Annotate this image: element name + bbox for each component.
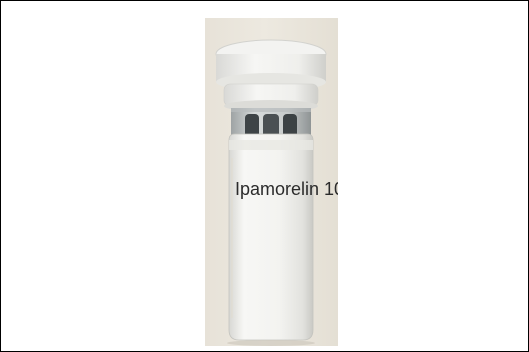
vial-cap — [215, 39, 327, 112]
vial-illustration: Ipamorelin 10 — [215, 39, 338, 346]
vial-photo: Ipamorelin 10 — [205, 18, 338, 346]
vial-body — [228, 133, 314, 341]
vial-label-text: Ipamorelin 10 — [235, 179, 338, 199]
vial-shadow — [227, 340, 315, 346]
